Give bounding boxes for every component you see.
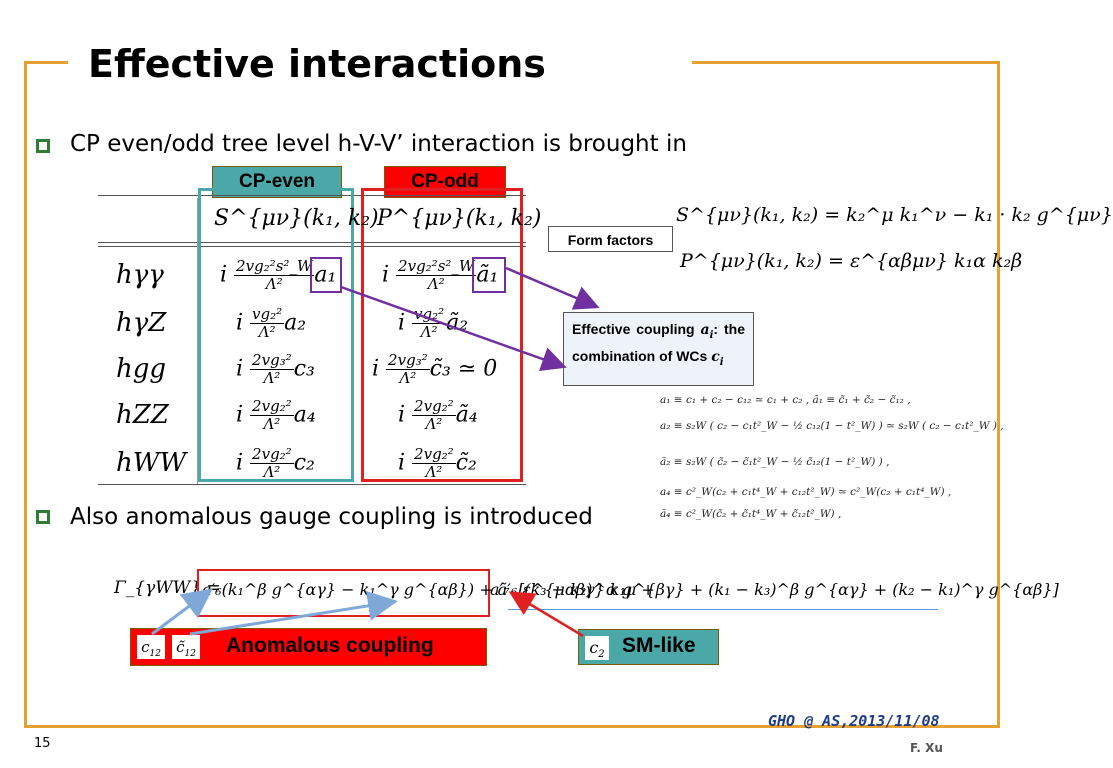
- table-row-name: hγγ: [116, 260, 164, 290]
- page-number: 15: [34, 736, 51, 751]
- coupling-coefficient: c₂: [293, 450, 315, 476]
- a1-highlight-box: [310, 257, 342, 293]
- table-rule-header-1: [98, 242, 526, 243]
- coefficient-line: ã₂ ≡ s₂W ( c̃₂ − c̃₁t²_W − ½ c̃₁₂(1 − t²…: [660, 456, 890, 468]
- author-name: F. Xu: [910, 741, 943, 755]
- table-rule-header-2: [98, 246, 526, 247]
- coupling-coefficient: a₄: [293, 402, 316, 428]
- effective-coupling-text: Effective coupling: [572, 321, 695, 337]
- imag-unit: i: [236, 310, 244, 336]
- arrow-ct12-to-at6: [189, 590, 398, 636]
- table-rule-top: [98, 195, 526, 196]
- coefficient-line: a₁ ≡ c₁ + c₂ − c₁₂ ≃ c₁ + c₂ , ã₁ ≡ c̃₁ …: [660, 394, 911, 406]
- gamma-a7: a′₇: [490, 580, 510, 599]
- imag-unit: i: [236, 402, 244, 428]
- bullet-2-icon: [36, 510, 50, 524]
- sm-underline: [508, 609, 938, 610]
- frame-bottom: [24, 725, 1000, 728]
- arrow-at1-to-form-factors: [505, 266, 600, 310]
- coupling-coefficient: c₃: [293, 356, 315, 382]
- imag-unit: i: [236, 356, 244, 382]
- frame-top-left: [24, 61, 68, 64]
- table-column-divider: [197, 198, 198, 484]
- table-row-name: hZZ: [116, 400, 169, 430]
- arrow-c12-to-a6: [151, 588, 213, 636]
- header-s: S^{μν}(k₁, k₂): [214, 206, 379, 231]
- effective-coupling-rest: the combination of WCs: [572, 321, 745, 364]
- frame-top-right: [692, 61, 1000, 64]
- coupling-coefficient: a₂: [284, 310, 307, 336]
- imag-unit: i: [398, 310, 406, 336]
- coupling-coefficient: ã₄: [455, 402, 478, 428]
- table-rule-bottom: [98, 484, 526, 485]
- c2-symbol: c2: [585, 636, 609, 660]
- sm-like-label: SM-like: [622, 634, 696, 657]
- anomalous-coupling-label: Anomalous coupling: [226, 634, 434, 657]
- imag-unit: i: [372, 356, 380, 382]
- table-row-name: hγZ: [116, 308, 167, 338]
- bullet-2-text: Also anomalous gauge coupling is introdu…: [70, 504, 593, 530]
- effective-coupling-box: Effective coupling ai: the combination o…: [563, 312, 754, 386]
- coefficient-line: a₂ ≡ s₂W ( c₂ − c₁t²_W − ½ c₁₂(1 − t²_W)…: [660, 420, 1004, 432]
- wcs-symbol: ci: [711, 348, 724, 368]
- coupling-coefficient: a₁: [314, 262, 337, 288]
- at1-highlight-box: [472, 257, 506, 293]
- coefficient-line: ã₄ ≡ c²_W(c̃₂ + c̃₁t⁴_W + c̃₁₂t²_W) ,: [660, 508, 842, 520]
- gamma-sm-terms: [(k₃ − k₂)^α g^{βγ} + (k₁ − k₃)^β g^{αγ}…: [518, 580, 1059, 599]
- cp-odd-label: CP-odd: [384, 166, 506, 198]
- bullet-1-text: CP even/odd tree level h-V-V’ interactio…: [70, 131, 687, 157]
- bullet-1-icon: [36, 139, 50, 153]
- s-definition: S^{μν}(k₁, k₂) = k₂^μ k₁^ν − k₁ · k₂ g^{…: [676, 204, 1113, 226]
- frame-left: [24, 61, 27, 728]
- imag-unit: i: [220, 262, 228, 288]
- coefficient-line: a₄ ≡ c²_W(c₂ + c₁t⁴_W + c₁₂t²_W) ≃ c²_W(…: [660, 486, 952, 498]
- p-definition: P^{μν}(k₁, k₂) = ε^{αβμν} k₁α k₂β: [680, 250, 1023, 272]
- ct12-symbol: c̃12: [172, 635, 200, 659]
- c12-symbol: c12: [137, 635, 165, 659]
- arrow-a1-to-effective-coupling: [340, 285, 567, 372]
- coupling-tail: ≃ 0: [450, 356, 498, 382]
- coupling-coefficient: c̃₂: [455, 450, 477, 476]
- cp-odd-column-frame: [361, 188, 523, 482]
- form-factors-label: Form factors: [548, 226, 673, 252]
- gamma-anomalous-terms: a′₆(k₁^β g^{αγ} − k₁^γ g^{αβ}) + ã′₆ ε^{…: [202, 580, 655, 599]
- footer-date: GHO @ AS,2013/11/08: [768, 712, 940, 730]
- imag-unit: i: [398, 450, 406, 476]
- imag-unit: i: [398, 402, 406, 428]
- arrows-layer: [151, 266, 600, 638]
- frame-right: [997, 61, 1000, 728]
- arrow-c2-to-a7: [508, 591, 584, 638]
- effective-coupling-symbol: ai: [700, 322, 714, 341]
- imag-unit: i: [382, 262, 390, 288]
- coupling-coefficient: ã₁: [476, 262, 499, 288]
- slide-title: Effective interactions: [88, 42, 546, 86]
- cp-even-label: CP-even: [212, 166, 342, 198]
- imag-unit: i: [236, 450, 244, 476]
- coupling-coefficient: c̃₃: [429, 356, 451, 382]
- table-row-name: hWW: [116, 448, 187, 478]
- header-p: P^{μν}(k₁, k₂): [377, 206, 542, 231]
- cp-even-column-frame: [198, 188, 354, 482]
- table-row-name: hgg: [116, 354, 167, 384]
